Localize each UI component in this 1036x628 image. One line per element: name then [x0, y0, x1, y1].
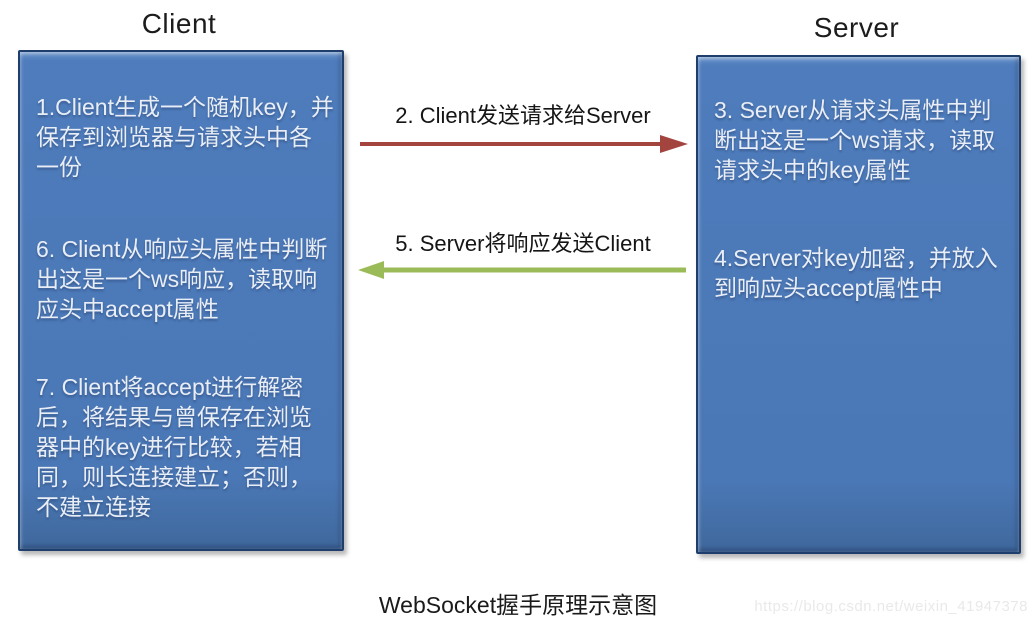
server-step-4: 4.Server对key加密，并放入到响应头accept属性中: [714, 245, 998, 301]
left-arrowhead-icon: [358, 261, 384, 279]
diagram-caption: WebSocket握手原理示意图: [378, 592, 658, 618]
watermark: https://blog.csdn.net/weixin_41947378: [754, 598, 1028, 615]
client-step-7: 7. Client将accept进行解密后，将结果与曾保存在浏览器中的key进行…: [36, 374, 312, 520]
response-arrow-label: 5. Server将响应发送Client: [395, 231, 651, 256]
server-title: Server: [813, 12, 900, 43]
server-panel: 3. Server从请求头属性中判断出这是一个ws请求，读取请求头中的key属性…: [696, 55, 1021, 554]
client-step-6: 6. Client从响应头属性中判断出这是一个ws响应，读取响应头中accept…: [36, 236, 328, 322]
client-step-1: 1.Client生成一个随机key，并保存到浏览器与请求头中各一份: [36, 94, 334, 180]
request-arrow-icon: [360, 135, 688, 153]
response-arrow-icon: [358, 261, 686, 279]
server-step-3: 3. Server从请求头属性中判断出这是一个ws请求，读取请求头中的key属性: [714, 97, 996, 183]
client-title: Client: [141, 8, 217, 39]
right-arrowhead-icon: [660, 135, 688, 153]
request-arrow-label: 2. Client发送请求给Server: [395, 103, 651, 128]
client-panel: 1.Client生成一个随机key，并保存到浏览器与请求头中各一份 6. Cli…: [18, 50, 344, 551]
